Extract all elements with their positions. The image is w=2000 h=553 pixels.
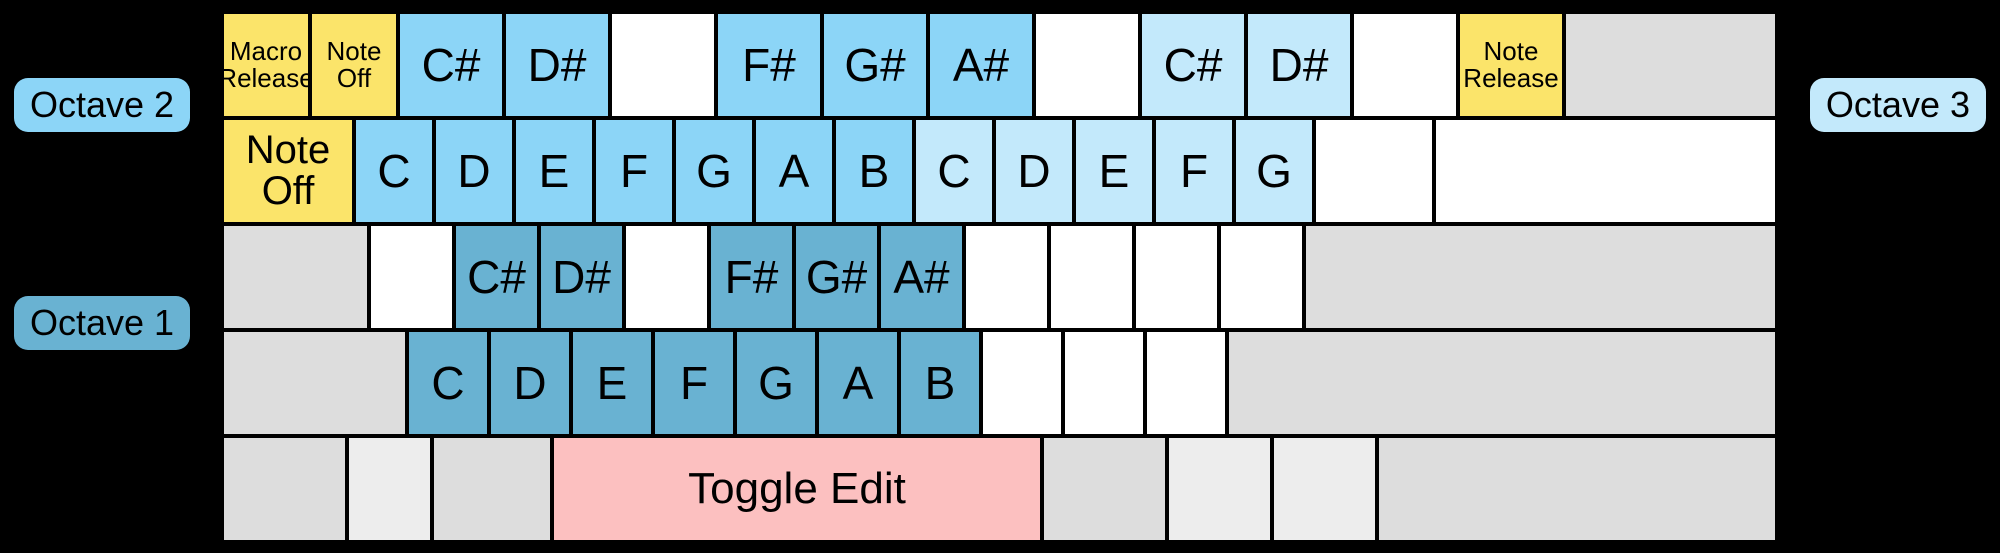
key-blank[interactable] [222,224,369,330]
key-blank[interactable] [1227,330,1777,436]
key-blank[interactable] [624,224,709,330]
key-blank[interactable] [1063,330,1145,436]
key-c[interactable]: C [354,118,434,224]
key-f-[interactable]: F# [709,224,794,330]
key-e[interactable]: E [571,330,653,436]
key-blank[interactable] [1034,12,1140,118]
key-blank[interactable] [1145,330,1227,436]
key-b[interactable]: B [899,330,981,436]
key-f[interactable]: F [594,118,674,224]
octave-3-badge: Octave 3 [1809,78,1986,132]
keyboard-row: Toggle Edit [222,436,1778,542]
key-e[interactable]: E [514,118,594,224]
keyboard-row: C#D# F#G#A# [222,224,1778,330]
key-d-[interactable]: D# [504,12,610,118]
key-note-off[interactable]: Note Off [310,12,398,118]
key-d[interactable]: D [994,118,1074,224]
key-blank[interactable] [1352,12,1458,118]
key-a-[interactable]: A# [928,12,1034,118]
octave-2-badge: Octave 2 [14,78,191,132]
key-c[interactable]: C [407,330,489,436]
key-blank[interactable] [1377,436,1777,542]
key-note-off[interactable]: Note Off [222,118,354,224]
key-d-[interactable]: D# [1246,12,1352,118]
key-d-[interactable]: D# [539,224,624,330]
key-blank[interactable] [369,224,454,330]
key-g[interactable]: G [674,118,754,224]
key-blank[interactable] [1134,224,1219,330]
key-blank[interactable] [1272,436,1377,542]
key-d[interactable]: D [489,330,571,436]
key-a[interactable]: A [754,118,834,224]
octave-1-badge: Octave 1 [14,296,191,350]
key-blank[interactable] [1042,436,1167,542]
key-blank[interactable] [432,436,552,542]
key-blank[interactable] [1049,224,1134,330]
key-blank[interactable] [222,436,347,542]
key-macro-release[interactable]: Macro Release [222,12,310,118]
key-g-[interactable]: G# [794,224,879,330]
key-c-[interactable]: C# [1140,12,1246,118]
key-blank[interactable] [981,330,1063,436]
key-blank[interactable] [1219,224,1304,330]
key-a[interactable]: A [817,330,899,436]
key-c-[interactable]: C# [454,224,539,330]
key-f[interactable]: F [1154,118,1234,224]
key-blank[interactable] [1434,118,1777,224]
key-blank[interactable] [1304,224,1777,330]
key-toggle-edit[interactable]: Toggle Edit [552,436,1042,542]
key-d[interactable]: D [434,118,514,224]
key-g[interactable]: G [1234,118,1314,224]
key-note-release[interactable]: Note Release [1458,12,1564,118]
key-c[interactable]: C [914,118,994,224]
key-blank[interactable] [1564,12,1777,118]
key-blank[interactable] [1314,118,1434,224]
key-blank[interactable] [610,12,716,118]
key-e[interactable]: E [1074,118,1154,224]
key-f-[interactable]: F# [716,12,822,118]
key-blank[interactable] [347,436,432,542]
key-c-[interactable]: C# [398,12,504,118]
key-b[interactable]: B [834,118,914,224]
key-blank[interactable] [222,330,407,436]
key-blank[interactable] [1167,436,1272,542]
key-g[interactable]: G [735,330,817,436]
key-blank[interactable] [964,224,1049,330]
key-a-[interactable]: A# [879,224,964,330]
key-f[interactable]: F [653,330,735,436]
key-g-[interactable]: G# [822,12,928,118]
